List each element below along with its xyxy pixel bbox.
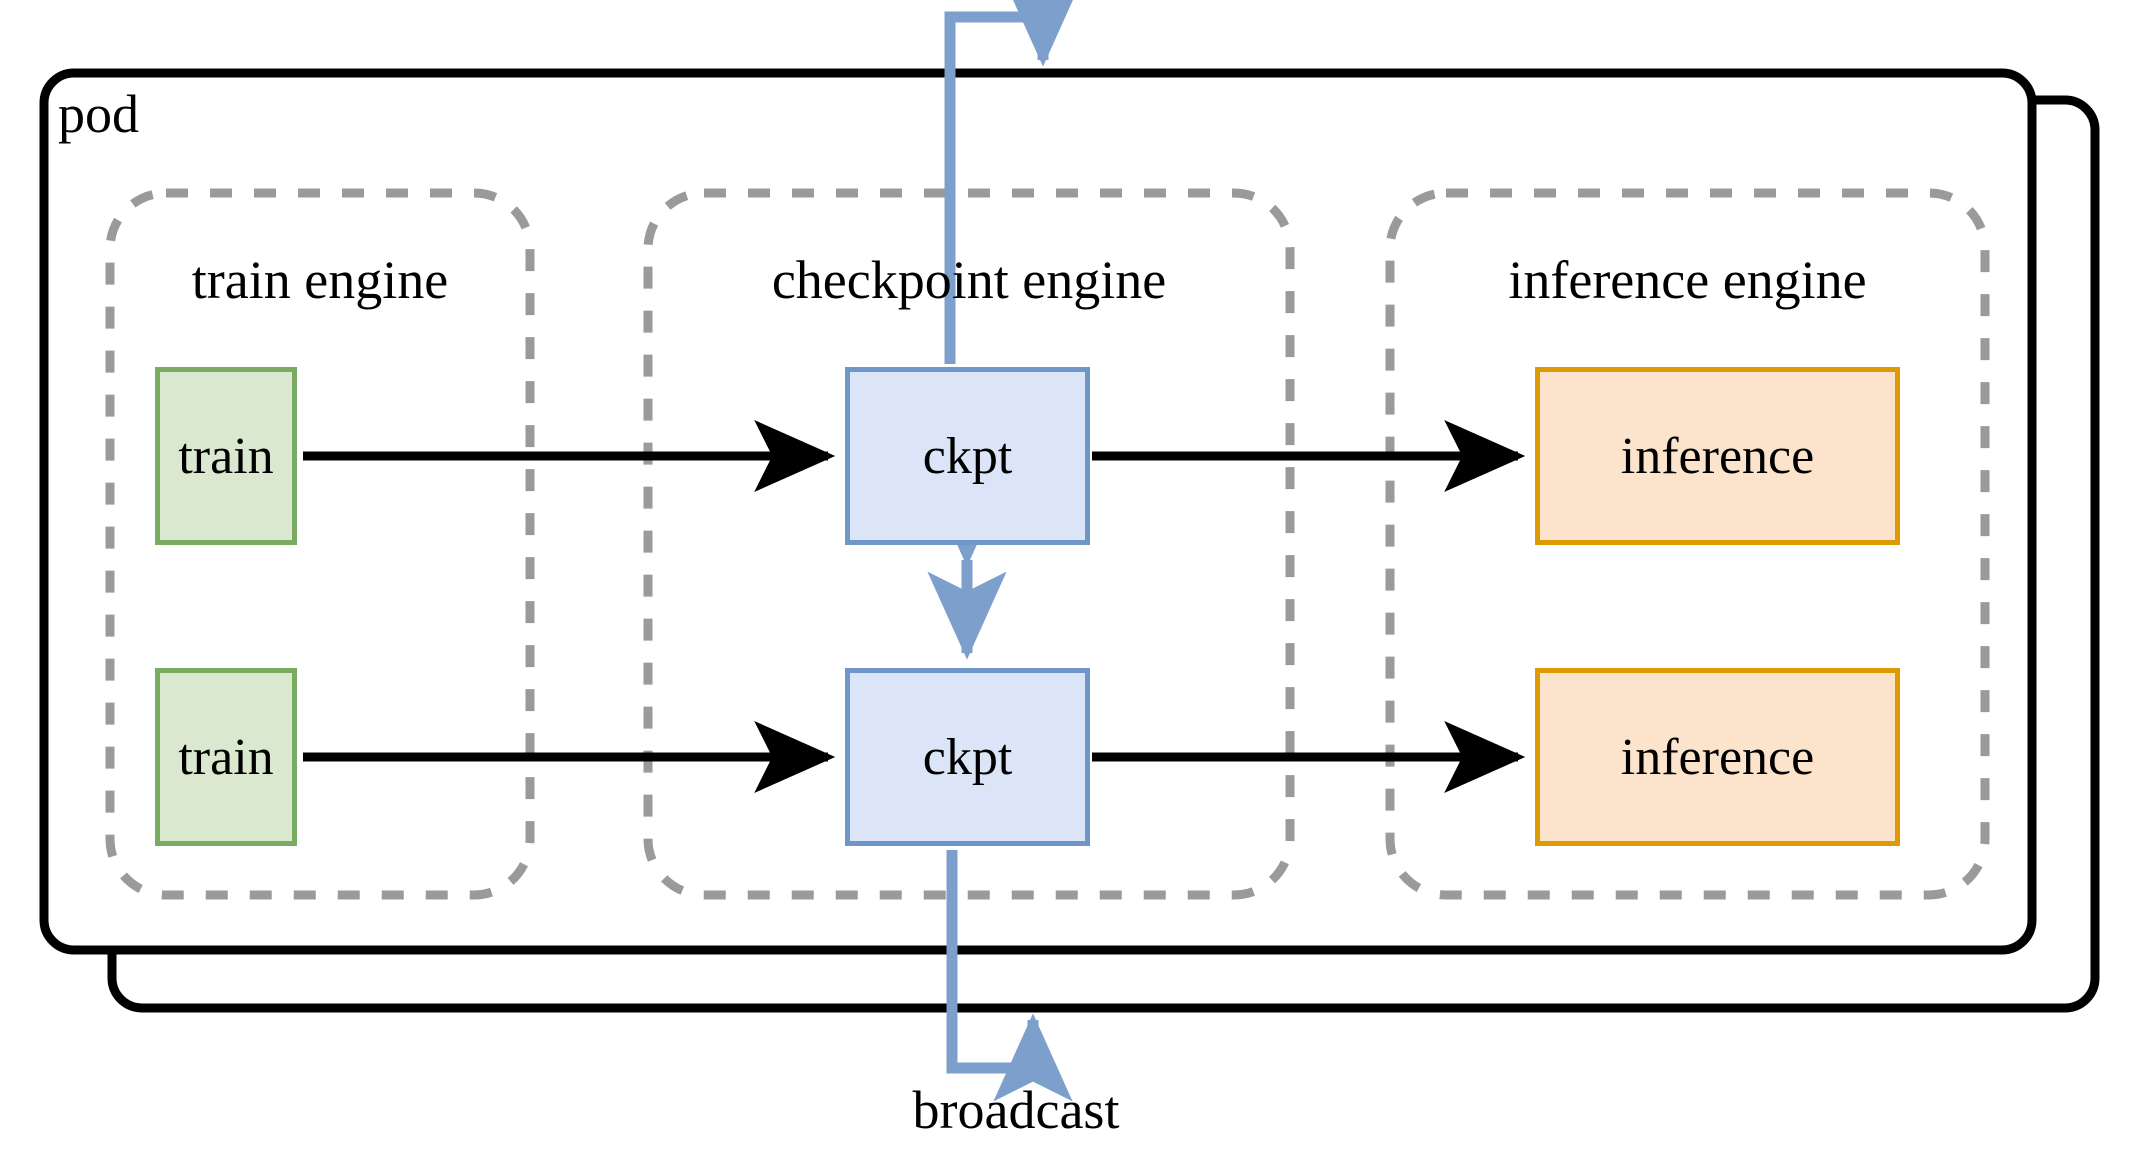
group-checkpoint-engine — [643, 188, 1295, 900]
group-inference-engine — [1385, 188, 1990, 900]
node-train-2[interactable]: train — [155, 668, 297, 846]
edge-broadcast-top — [944, 0, 1083, 364]
pod-label: pod — [58, 84, 139, 144]
node-train-1[interactable]: train — [155, 367, 297, 545]
group-title-train-engine: train engine — [191, 250, 449, 310]
group-title-checkpoint-engine: checkpoint engine — [771, 250, 1167, 310]
broadcast-label: broadcast — [912, 1080, 1120, 1140]
node-inference-2[interactable]: inference — [1535, 668, 1900, 846]
group-train-engine — [105, 188, 535, 900]
node-ckpt-1[interactable]: ckpt — [845, 367, 1090, 545]
edge-broadcast-bottom — [946, 850, 1073, 1102]
node-inference-1[interactable]: inference — [1535, 367, 1900, 545]
group-title-inference-engine: inference engine — [1508, 250, 1867, 310]
node-ckpt-2[interactable]: ckpt — [845, 668, 1090, 846]
